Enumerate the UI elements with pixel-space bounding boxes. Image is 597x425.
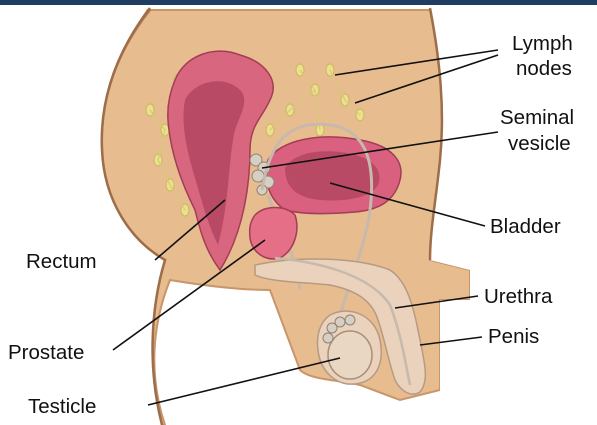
leader-testicle xyxy=(148,358,340,405)
label-lymph-line2: nodes xyxy=(516,57,572,80)
label-penis: Penis xyxy=(488,325,539,348)
label-urethra: Urethra xyxy=(484,285,553,308)
label-rectum: Rectum xyxy=(26,250,97,273)
label-testicle: Testicle xyxy=(28,395,96,418)
label-prostate: Prostate xyxy=(8,341,84,364)
label-lymph-line1: Lymph xyxy=(512,32,573,55)
label-bladder: Bladder xyxy=(490,215,561,238)
testicle xyxy=(328,331,372,379)
label-seminal-line1: Seminal xyxy=(500,106,574,129)
label-seminal-line2: vesicle xyxy=(508,132,571,155)
